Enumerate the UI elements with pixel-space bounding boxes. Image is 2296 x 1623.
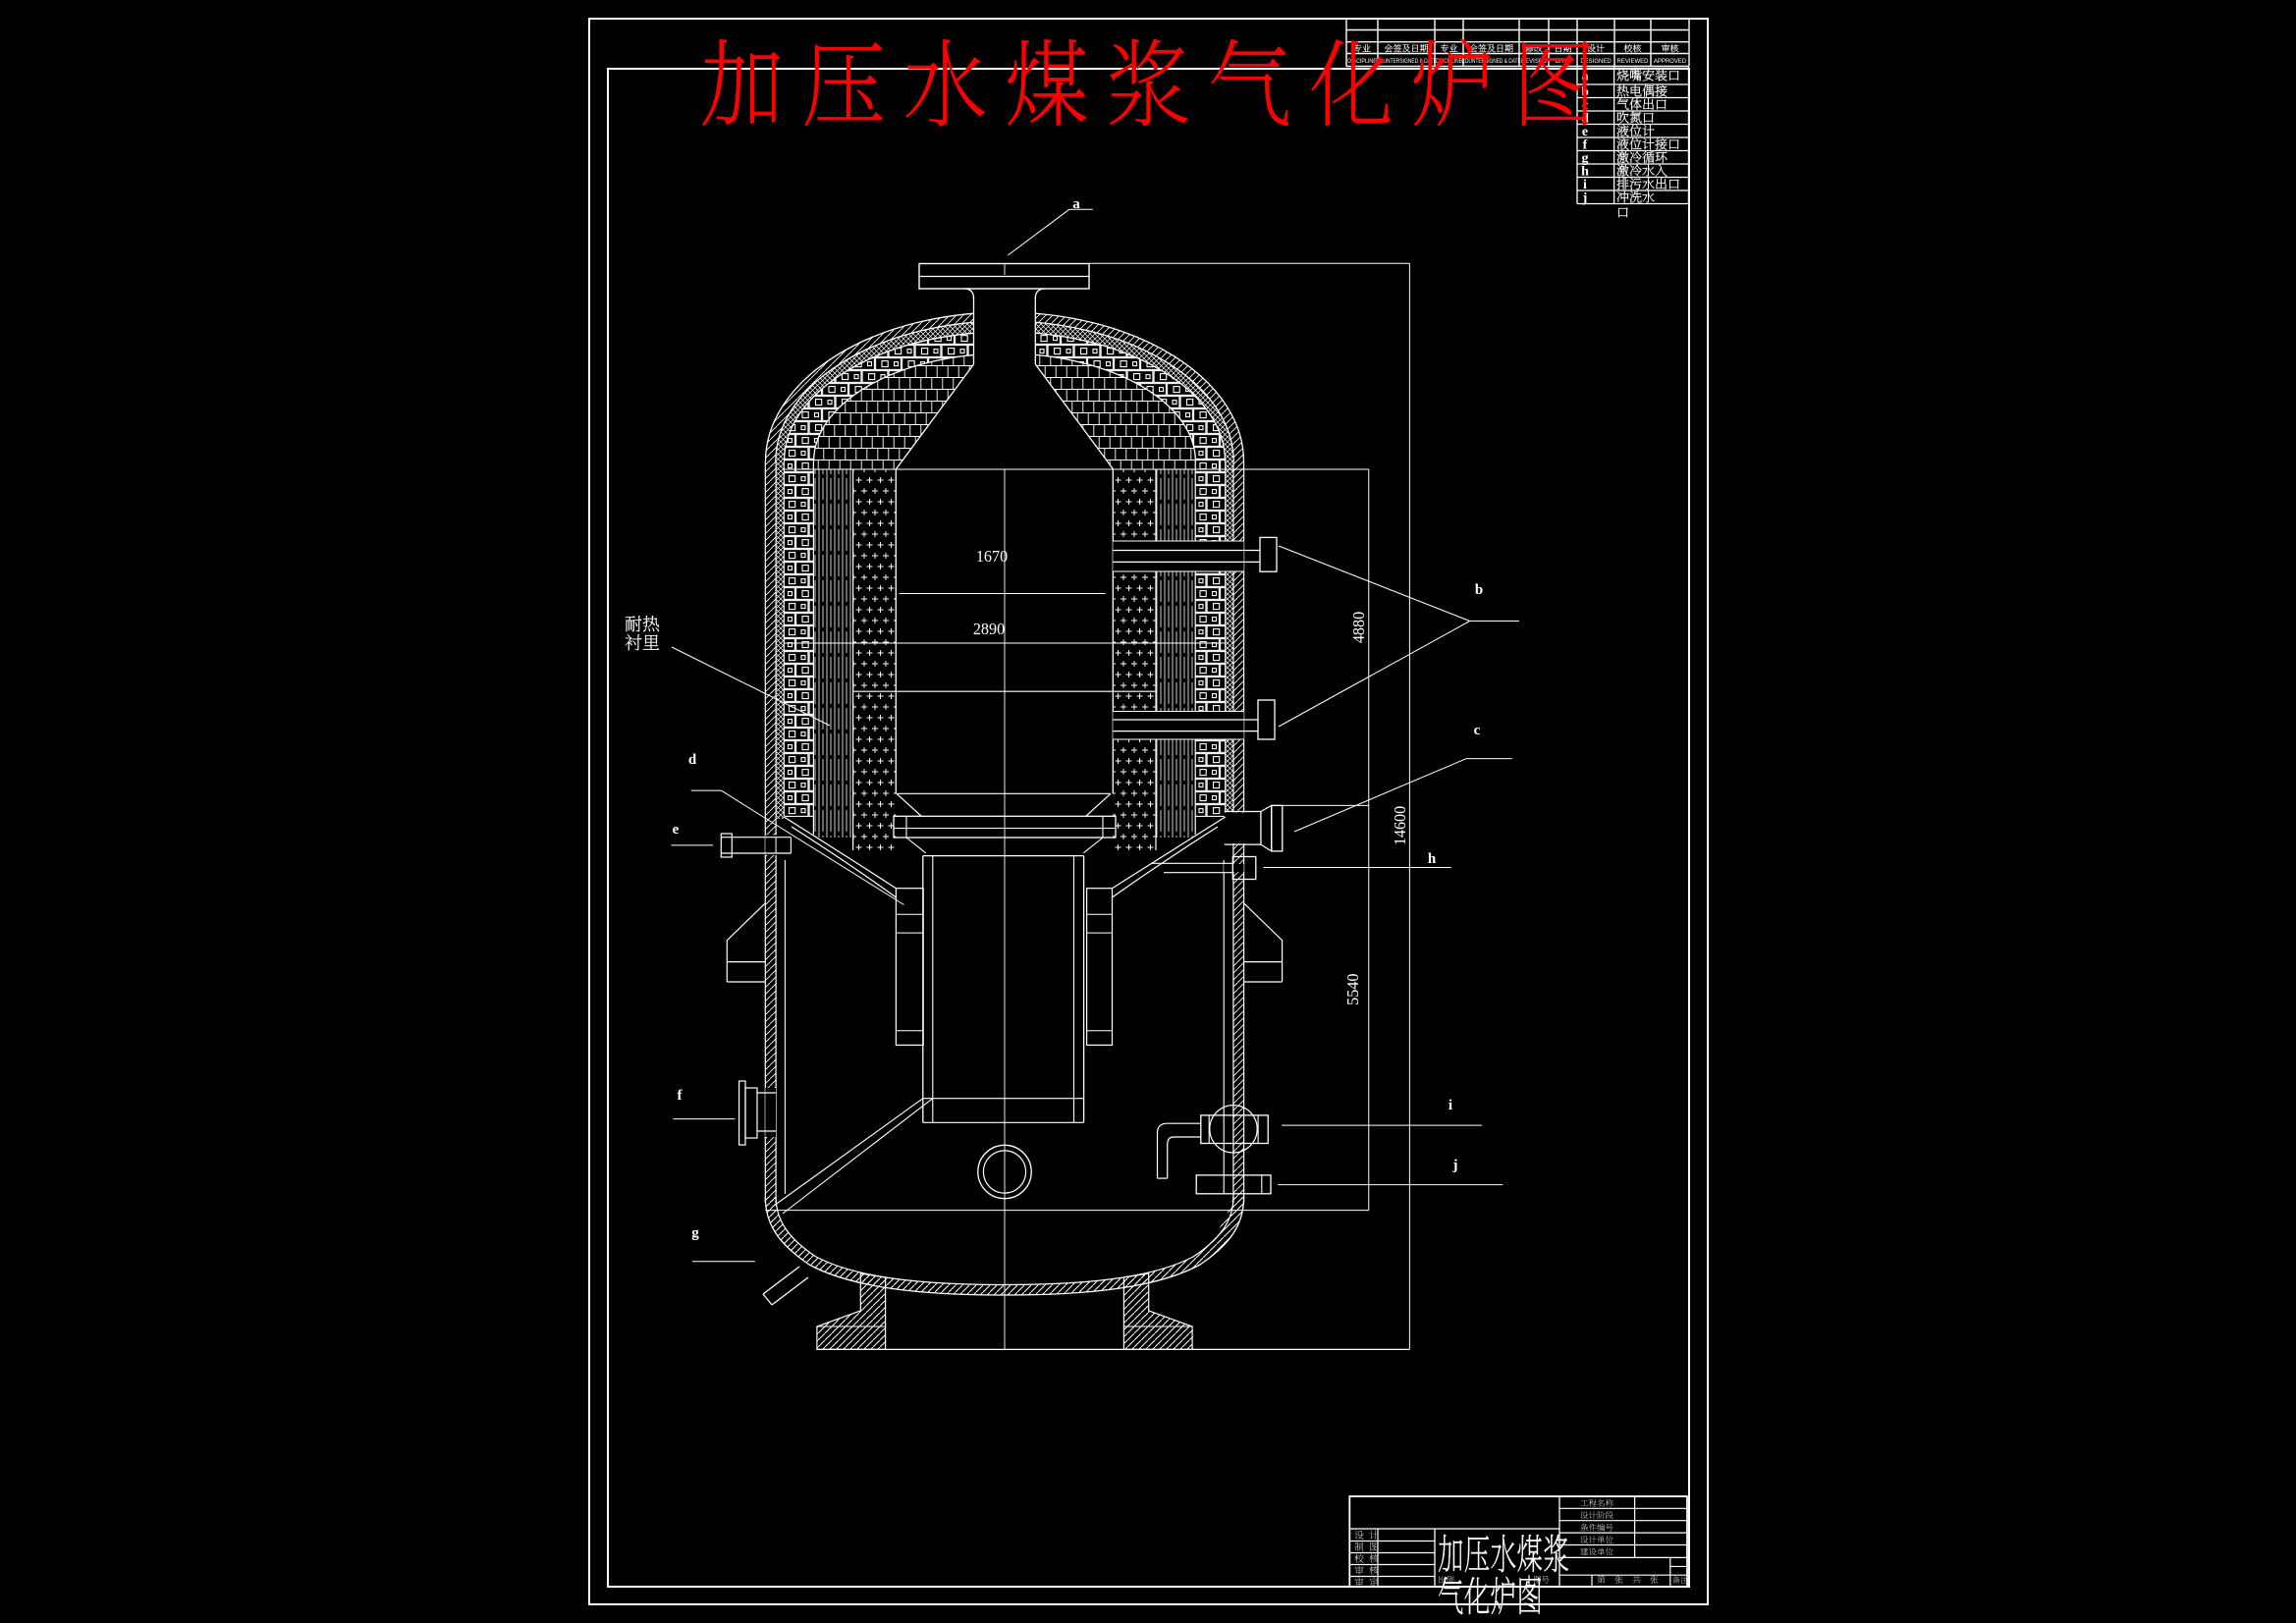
svg-text:4880: 4880 bbox=[1349, 612, 1368, 643]
svg-text:i: i bbox=[1449, 1098, 1452, 1113]
svg-text:b: b bbox=[1475, 582, 1483, 598]
svg-text:h: h bbox=[1581, 164, 1589, 179]
svg-text:REVISED: REVISED bbox=[1521, 59, 1548, 65]
svg-text:14600: 14600 bbox=[1391, 806, 1409, 845]
svg-text:f: f bbox=[678, 1088, 683, 1104]
svg-text:g: g bbox=[691, 1225, 699, 1241]
svg-text:APPROVED: APPROVED bbox=[1654, 59, 1687, 65]
svg-text:DISCIPLINE: DISCIPLINE bbox=[1347, 59, 1377, 65]
svg-text:i: i bbox=[1583, 178, 1587, 192]
svg-text:1670: 1670 bbox=[976, 547, 1008, 566]
svg-text:DESIGNED: DESIGNED bbox=[1580, 59, 1612, 65]
svg-text:c: c bbox=[1474, 723, 1481, 738]
svg-text:REVIEWED: REVIEWED bbox=[1616, 59, 1649, 65]
svg-text:g: g bbox=[1582, 151, 1589, 166]
svg-text:e: e bbox=[1582, 125, 1588, 139]
svg-text:COUNTERSIGNED & DATE: COUNTERSIGNED & DATE bbox=[1461, 59, 1521, 66]
svg-text:5540: 5540 bbox=[1343, 974, 1362, 1005]
svg-text:DATE: DATE bbox=[1556, 59, 1571, 65]
svg-text:e: e bbox=[673, 822, 680, 838]
svg-text:a: a bbox=[1072, 196, 1080, 212]
svg-text:h: h bbox=[1428, 851, 1437, 867]
svg-text:d: d bbox=[688, 752, 697, 768]
svg-text:j: j bbox=[1452, 1158, 1458, 1173]
svg-text:2890: 2890 bbox=[973, 620, 1005, 638]
svg-text:f: f bbox=[1583, 137, 1588, 152]
svg-text:j: j bbox=[1582, 190, 1588, 205]
svg-text:COUNTERSIGNED & DATE: COUNTERSIGNED & DATE bbox=[1376, 59, 1437, 66]
